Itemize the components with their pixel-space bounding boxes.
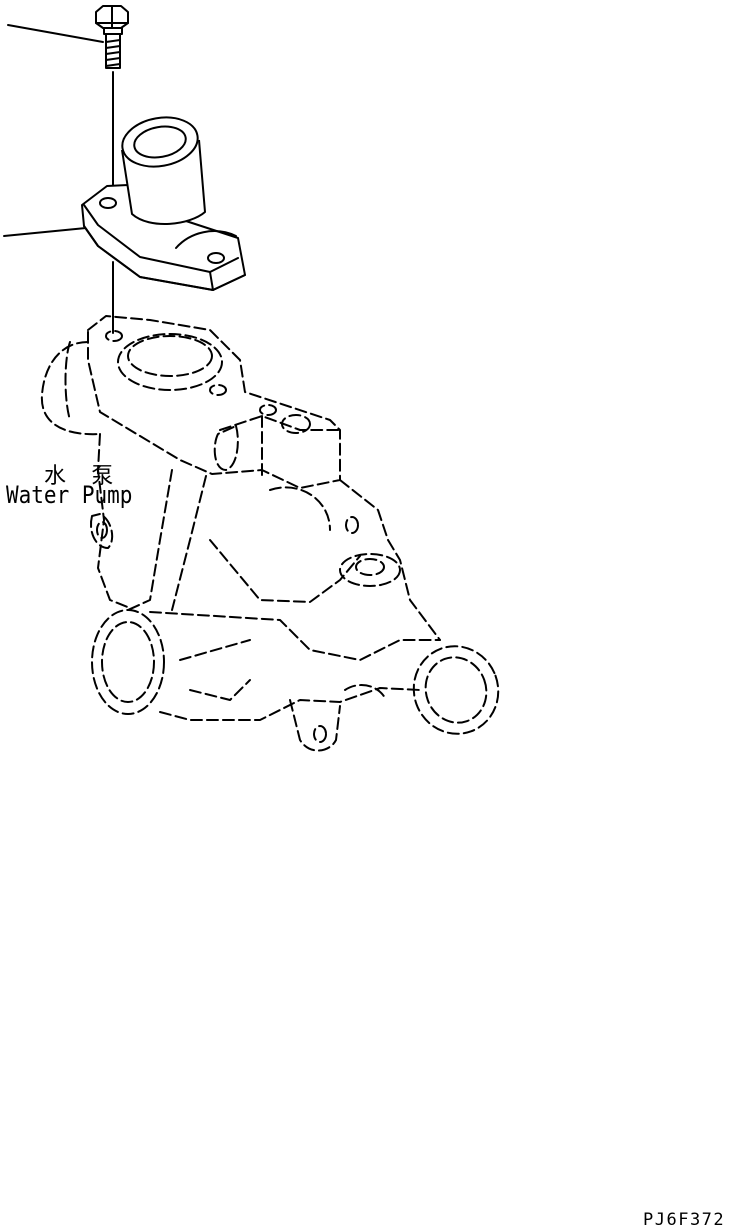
connector-leader-line: [3, 227, 87, 237]
drawing-code: PJ6F372: [643, 1210, 726, 1230]
part-label-english: Water Pump: [6, 481, 133, 509]
bolt-leader-line: [7, 24, 104, 43]
part-label-chinese: 水 泵: [44, 464, 120, 489]
elbow-connector-icon: [81, 116, 246, 291]
water-pump-housing-icon: [40, 315, 500, 752]
bolt-icon: [95, 5, 129, 69]
